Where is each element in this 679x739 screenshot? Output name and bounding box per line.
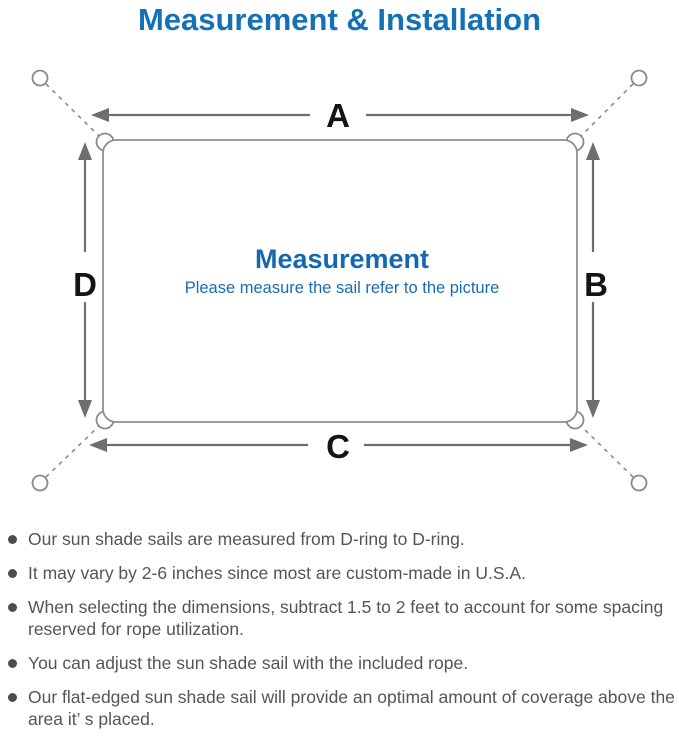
bullet-icon: [8, 569, 17, 578]
dimension-arrow-a: [91, 108, 589, 122]
instruction-list: Our sun shade sails are measured from D-…: [8, 528, 675, 739]
diagram-center-subtitle: Please measure the sail refer to the pic…: [185, 279, 500, 297]
measurement-diagram: A B C D Measurement Please measure the s…: [31, 69, 648, 492]
instruction-text: Our sun shade sails are measured from D-…: [28, 529, 465, 549]
list-item: It may vary by 2-6 inches since most are…: [8, 562, 675, 584]
bullet-icon: [8, 603, 17, 612]
dimension-arrow-b: [586, 142, 600, 418]
list-item: When selecting the dimensions, subtract …: [8, 596, 675, 640]
tether-line-bottom-left: [45, 424, 101, 478]
instruction-text: You can adjust the sun shade sail with t…: [28, 653, 469, 673]
instruction-text: Our flat-edged sun shade sail will provi…: [28, 687, 675, 729]
tether-line-top-left: [45, 83, 101, 138]
dimension-arrow-d: [78, 142, 92, 418]
bullet-icon: [8, 693, 17, 702]
list-item: Our sun shade sails are measured from D-…: [8, 528, 675, 550]
tether-line-top-right: [579, 83, 634, 138]
page-title: Measurement & Installation: [137, 2, 542, 37]
list-item: You can adjust the sun shade sail with t…: [8, 652, 675, 674]
bullet-icon: [8, 535, 17, 544]
list-item: Our flat-edged sun shade sail will provi…: [8, 686, 675, 730]
anchor-point-top-left: [31, 69, 49, 87]
dimension-label-d: D: [73, 266, 97, 303]
anchor-point-bottom-right: [630, 474, 648, 492]
instruction-text: When selecting the dimensions, subtract …: [28, 597, 664, 639]
instruction-text: It may vary by 2-6 inches since most are…: [28, 563, 526, 583]
anchor-point-bottom-left: [31, 474, 49, 492]
diagram-center-title: Measurement: [255, 244, 429, 274]
anchor-point-top-right: [630, 69, 648, 87]
dimension-label-c: C: [326, 428, 350, 465]
dimension-arrow-c: [89, 438, 588, 452]
dimension-label-b: B: [584, 266, 608, 303]
bullet-icon: [8, 659, 17, 668]
tether-line-bottom-right: [579, 424, 634, 478]
sail-outline: [102, 139, 578, 423]
dimension-label-a: A: [326, 97, 350, 134]
